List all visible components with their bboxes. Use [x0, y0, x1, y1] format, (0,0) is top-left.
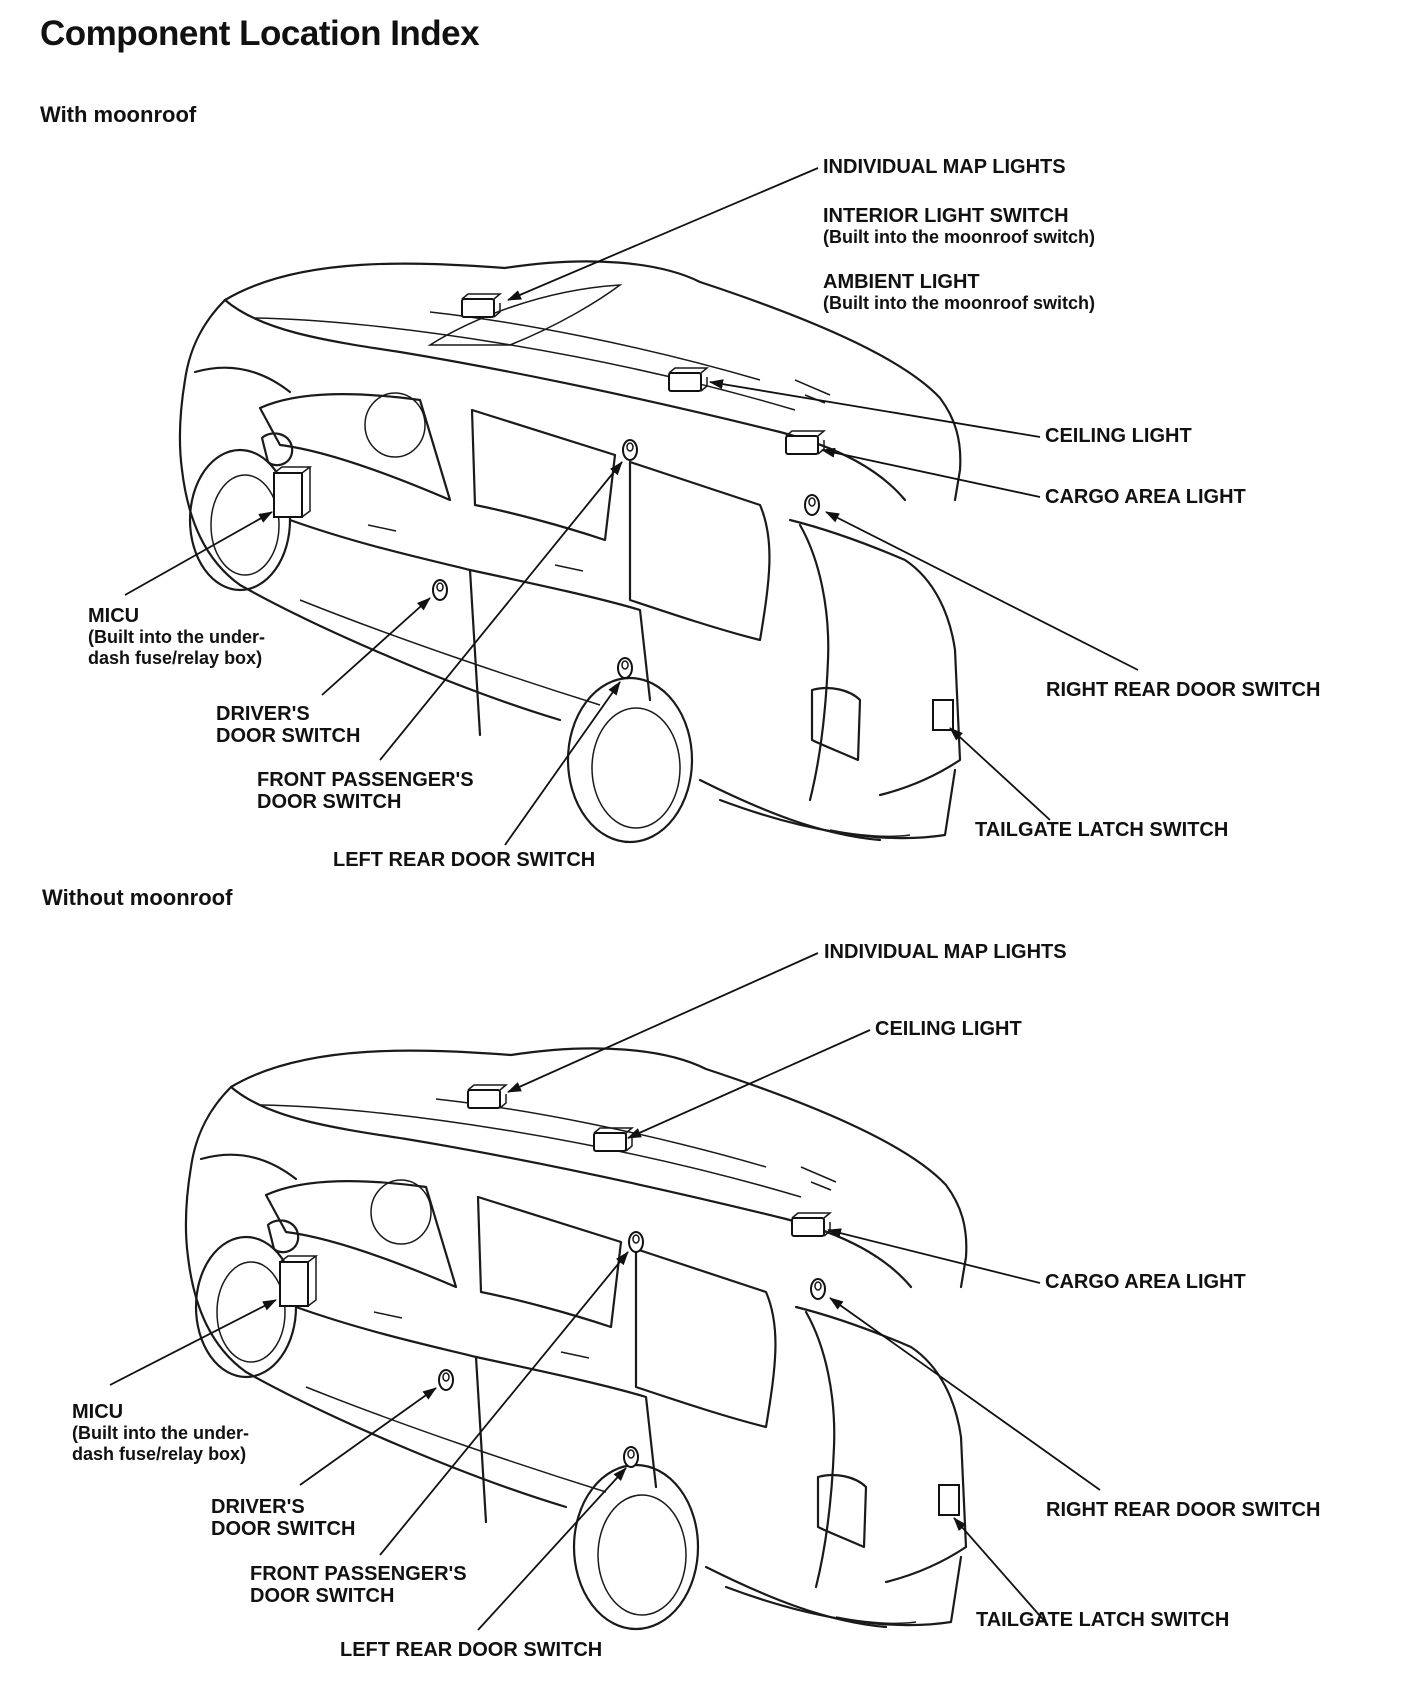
map-lights-part: [467, 1084, 507, 1109]
drivers-door-switch-part: [432, 579, 448, 601]
section-heading-without-moonroof: Without moonroof: [42, 885, 233, 910]
tailgate-latch-switch-part: [932, 699, 954, 731]
label-tailgate-latch-switch: TAILGATE LATCH SWITCH: [976, 1609, 1229, 1631]
ceiling-light-part: [668, 367, 708, 392]
right-rear-door-switch-part: [810, 1278, 826, 1300]
label-front-passengers-door-switch-line2: DOOR SWITCH: [257, 791, 401, 813]
label-drivers-door-switch: DRIVER'S: [211, 1496, 305, 1518]
label-cargo-area-light: CARGO AREA LIGHT: [1045, 1271, 1246, 1293]
label-front-passengers-door-switch: FRONT PASSENGER'S: [250, 1563, 467, 1585]
label-micu-note-1: (Built into the under-: [72, 1423, 249, 1443]
label-right-rear-door-switch: RIGHT REAR DOOR SWITCH: [1046, 679, 1320, 701]
label-interior-light-switch-note: (Built into the moonroof switch): [823, 227, 1095, 247]
label-micu-note-1: (Built into the under-: [88, 627, 265, 647]
left-rear-door-switch-part: [617, 657, 633, 679]
label-front-passengers-door-switch-line2: DOOR SWITCH: [250, 1585, 394, 1607]
diagram-without-moonroof: INDIVIDUAL MAP LIGHTS CEILING LIGHT CARG…: [72, 941, 1320, 1661]
label-micu: MICU: [88, 605, 139, 627]
label-left-rear-door-switch: LEFT REAR DOOR SWITCH: [340, 1639, 602, 1661]
label-tailgate-latch-switch: TAILGATE LATCH SWITCH: [975, 819, 1228, 841]
cargo-light-part: [791, 1212, 831, 1237]
map-lights-part: [461, 293, 501, 318]
label-individual-map-lights: INDIVIDUAL MAP LIGHTS: [823, 156, 1066, 178]
label-micu-note-2: dash fuse/relay box): [88, 648, 262, 668]
label-cargo-area-light: CARGO AREA LIGHT: [1045, 486, 1246, 508]
label-interior-light-switch: INTERIOR LIGHT SWITCH: [823, 205, 1069, 227]
vehicle-illustration: [184, 1047, 968, 1631]
right-rear-door-switch-part: [804, 494, 820, 516]
label-ceiling-light: CEILING LIGHT: [875, 1018, 1022, 1040]
label-right-rear-door-switch: RIGHT REAR DOOR SWITCH: [1046, 1499, 1320, 1521]
label-left-rear-door-switch: LEFT REAR DOOR SWITCH: [333, 849, 595, 871]
tailgate-latch-switch-part: [938, 1484, 960, 1516]
diagram-with-moonroof: INDIVIDUAL MAP LIGHTS INTERIOR LIGHT SWI…: [88, 156, 1320, 871]
label-individual-map-lights: INDIVIDUAL MAP LIGHTS: [824, 941, 1067, 963]
micu-part: [273, 466, 311, 518]
front-passenger-door-switch-part: [628, 1231, 644, 1253]
moonroof-glass: [427, 284, 623, 346]
section-heading-with-moonroof: With moonroof: [40, 102, 197, 127]
label-front-passengers-door-switch: FRONT PASSENGER'S: [257, 769, 474, 791]
label-micu: MICU: [72, 1401, 123, 1423]
label-micu-note-2: dash fuse/relay box): [72, 1444, 246, 1464]
label-drivers-door-switch: DRIVER'S: [216, 703, 310, 725]
label-ceiling-light: CEILING LIGHT: [1045, 425, 1192, 447]
left-rear-door-switch-part: [623, 1446, 639, 1468]
page-title: Component Location Index: [40, 14, 480, 53]
label-drivers-door-switch-line2: DOOR SWITCH: [211, 1518, 355, 1540]
drivers-door-switch-part: [438, 1369, 454, 1391]
micu-part: [279, 1255, 317, 1307]
label-ambient-light-note: (Built into the moonroof switch): [823, 293, 1095, 313]
label-ambient-light: AMBIENT LIGHT: [823, 271, 980, 293]
vehicle-illustration: [178, 260, 962, 844]
front-passenger-door-switch-part: [622, 439, 638, 461]
label-drivers-door-switch-line2: DOOR SWITCH: [216, 725, 360, 747]
